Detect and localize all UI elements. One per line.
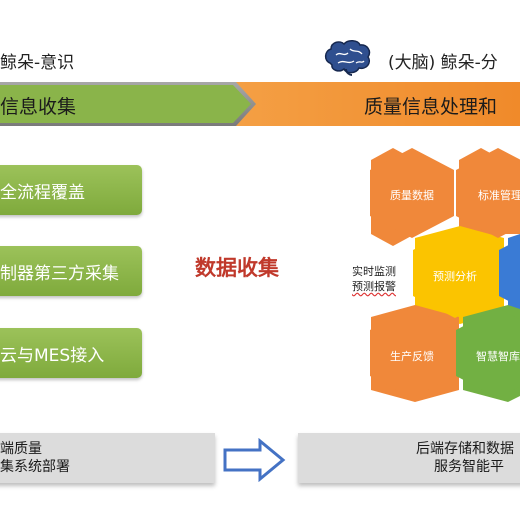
left-header-title: 鲸朵-意识 [0,53,75,73]
hex-label-standard-management: 标准管理 [478,189,520,202]
button-full-process-coverage[interactable]: 全流程覆盖 [0,165,142,215]
side-note-line2: 预测报警 [352,280,396,293]
right-header-title: (大脑) 鲸朵-分 [388,53,498,73]
hex-label-quality-data: 质量数据 [390,189,434,202]
hex-label-smart-library: 智慧智库 [476,350,520,363]
banner-left-label: 信息收集 [0,96,77,118]
banner-background [0,82,520,126]
side-note: 实时监测 预测报警 [352,264,396,294]
bottom-right-line2: 服务智能平 [434,459,504,475]
button-cloud-mes-access[interactable]: 云与MES接入 [0,328,142,378]
bottom-left-line2: 集系统部署 [0,459,70,475]
right-arrow-icon [223,438,286,482]
hex-label-prediction-analysis: 预测分析 [433,270,477,283]
button-label: 云与MES接入 [0,345,105,366]
button-third-party-collection[interactable]: 制器第三方采集 [0,246,142,296]
bottom-right-box: 后端存储和数据 服务智能平 [298,433,520,483]
button-label: 制器第三方采集 [0,263,119,284]
bottom-left-box: 端质量 集系统部署 [0,433,215,483]
brain-icon [324,40,371,76]
button-label: 全流程覆盖 [0,182,85,203]
banner-right-label: 质量信息处理和 [364,96,498,118]
bottom-right-line1: 后端存储和数据 [416,441,514,457]
side-note-line1: 实时监测 [352,265,396,278]
hex-label-production-feedback: 生产反馈 [390,350,434,363]
center-label: 数据收集 [195,256,279,280]
bottom-left-line1: 端质量 [0,441,42,457]
